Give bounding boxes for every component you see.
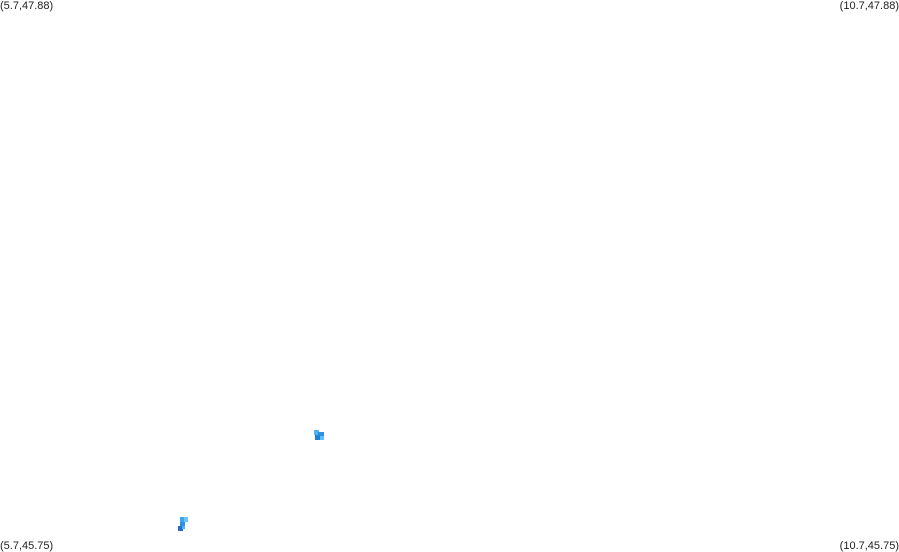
corner-coordinate-bottom-right: (10.7,45.75) (839, 540, 899, 552)
corner-coordinate-top-right: (10.7,47.88) (839, 0, 899, 12)
corner-coordinate-bottom-left: (5.7,45.75) (0, 540, 54, 552)
water-feature-a (314, 430, 324, 440)
corner-coordinate-top-left: (5.7,47.88) (0, 0, 54, 12)
water-feature-b (178, 517, 188, 531)
